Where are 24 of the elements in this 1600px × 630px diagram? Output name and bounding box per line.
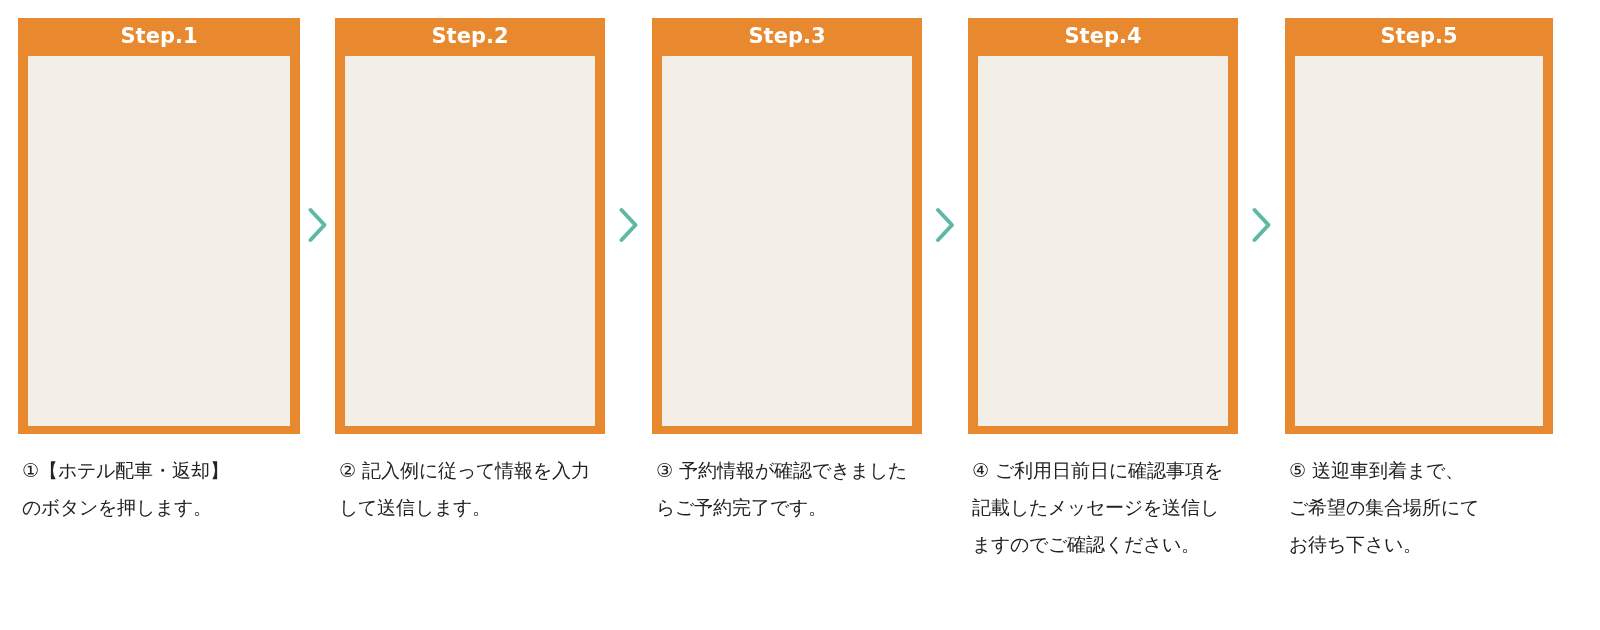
step-panel (1285, 18, 1553, 434)
step-heading: Step.2 (430, 23, 510, 50)
chevron-arrow (308, 208, 327, 242)
chevron-arrow (936, 208, 954, 242)
chevron-arrow (619, 208, 638, 242)
step-heading: Step.5 (1379, 23, 1459, 50)
screen-area (345, 56, 595, 426)
step-panel (18, 18, 300, 434)
chevron-arrow (1252, 208, 1271, 242)
step-heading: Step.4 (1063, 23, 1143, 50)
step-heading: Step.3 (747, 23, 827, 50)
step-caption: ①【ホテル配車・返却】のボタンを押します。 (22, 458, 231, 520)
step-caption: ⑤ 送迎車到着まで、ご希望の集合場所にてお待ち下さい。 (1289, 458, 1479, 557)
step-panel (335, 18, 605, 434)
screen-area (1295, 56, 1543, 426)
step-caption: ④ ご利用日前日に確認事項を記載したメッセージを送信しますのでご確認ください。 (972, 458, 1225, 557)
screen-area (662, 56, 912, 426)
step-panel (652, 18, 922, 434)
step-caption: ③ 予約情報が確認できましたらご予約完了です。 (656, 458, 909, 520)
step-panel (968, 18, 1238, 434)
screen-area (28, 56, 290, 426)
step-caption: ② 記入例に従って情報を入力して送信します。 (339, 458, 592, 520)
screen-area (978, 56, 1228, 426)
step-heading: Step.1 (119, 23, 199, 50)
